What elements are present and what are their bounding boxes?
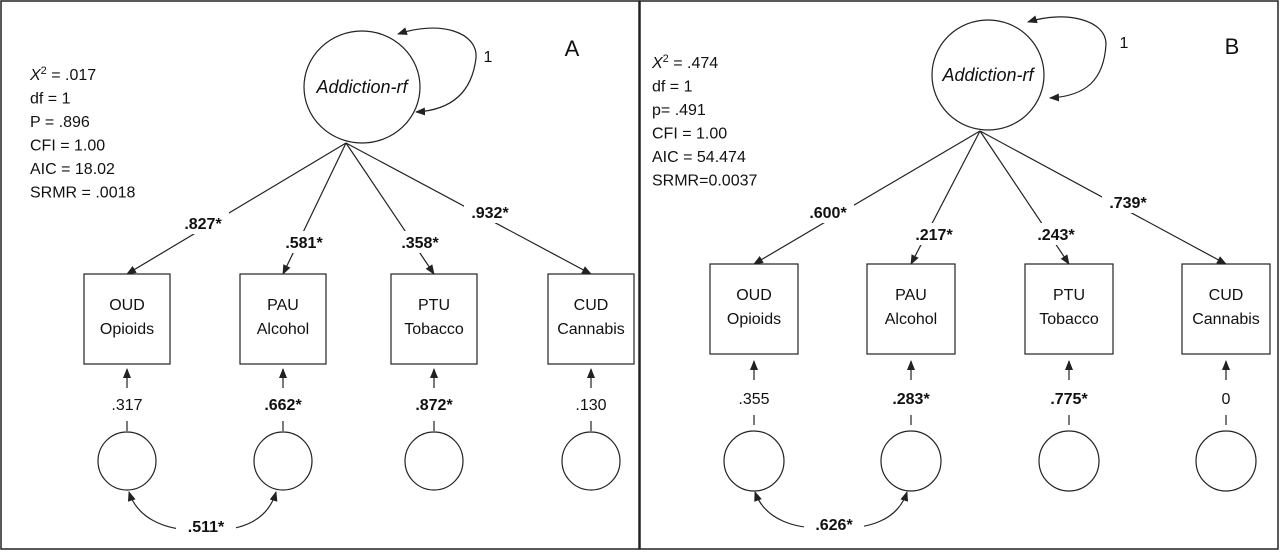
stat-p: p= .491 (652, 102, 706, 119)
observed-code: OUD (109, 297, 145, 314)
covariance-label: .626* (815, 517, 853, 534)
observed-box (866, 263, 956, 355)
loading-path (282, 142, 347, 275)
error-variance-label: 0 (1222, 391, 1231, 408)
loading-label-bg (177, 212, 229, 234)
error-variance-label: .662* (264, 397, 302, 414)
stat-srmr: SRMR = .0018 (30, 185, 135, 202)
loading-label: .600* (809, 205, 847, 222)
observed-code: PAU (895, 287, 927, 304)
loading-label: .217* (915, 227, 953, 244)
loading-label: .827* (184, 216, 222, 233)
loading-label-bg (278, 231, 330, 253)
observed-name: Tobacco (1039, 311, 1099, 328)
stat-df: df = 1 (30, 91, 71, 108)
loading-label-bg (464, 201, 516, 223)
loading-label: .358* (401, 235, 439, 252)
error-node (561, 431, 621, 491)
observed-code: CUD (1209, 287, 1244, 304)
panel-frame (0, 0, 640, 550)
covariance-label-bg (176, 514, 236, 536)
error-node (253, 431, 313, 491)
indicator-ptu: .243* PTU Tobacco .775* (979, 130, 1114, 492)
chi-square-stat: X2 = .474 (651, 53, 718, 72)
observed-box (83, 273, 171, 365)
observed-box (390, 273, 478, 365)
observed-box (547, 273, 635, 365)
latent-label: Addiction-rf (315, 77, 409, 97)
error-node (404, 431, 464, 491)
loading-path (126, 142, 347, 275)
loading-label: .739* (1109, 195, 1147, 212)
stat-aic: AIC = 54.474 (652, 149, 746, 166)
loading-path (345, 142, 435, 275)
indicator-ptu: .358* PTU Tobacco .872* (345, 142, 478, 491)
variance-loop (1027, 15, 1107, 102)
observed-name: Alcohol (257, 321, 309, 338)
variance-label: 1 (484, 49, 493, 66)
observed-code: PTU (1053, 287, 1085, 304)
panel-letter: A (565, 36, 580, 61)
stat-p: P = .896 (30, 114, 90, 131)
error-variance-label: .283* (892, 391, 930, 408)
observed-name: Opioids (100, 321, 154, 338)
loading-path (753, 130, 981, 265)
error-node (723, 430, 785, 492)
error-node (1195, 430, 1257, 492)
indicator-pau: .217* PAU Alcohol .283* (866, 130, 981, 492)
indicator-pau: .581* PAU Alcohol .662* (239, 142, 347, 491)
stat-srmr: SRMR=0.0037 (652, 173, 757, 190)
covariance-label-bg (804, 512, 864, 534)
observed-code: PAU (267, 297, 299, 314)
observed-name: Tobacco (404, 321, 464, 338)
observed-name: Cannabis (1192, 311, 1260, 328)
loading-label-bg (908, 223, 960, 245)
observed-box (1181, 263, 1271, 355)
observed-box (709, 263, 799, 355)
chi-square-stat: X2 = .017 (29, 65, 96, 84)
observed-code: CUD (574, 297, 609, 314)
observed-code: PTU (418, 297, 450, 314)
stat-cfi: CFI = 1.00 (30, 138, 105, 155)
indicator-cud: .932* CUD Cannabis .130 (345, 142, 635, 491)
error-node (1038, 430, 1100, 492)
error-variance-label: .775* (1050, 391, 1088, 408)
stat-aic: AIC = 18.02 (30, 161, 115, 178)
observed-box (239, 273, 327, 365)
error-node (97, 431, 157, 491)
observed-name: Alcohol (885, 311, 937, 328)
indicator-cud: .739* CUD Cannabis 0 (979, 130, 1271, 492)
error-variance-label: .130 (575, 397, 606, 414)
loading-label: .243* (1037, 227, 1075, 244)
loading-label-bg (1102, 191, 1154, 213)
variance-label: 1 (1120, 35, 1129, 52)
error-variance-label: .872* (415, 397, 453, 414)
latent-label: Addiction-rf (941, 65, 1035, 85)
indicator-oud: .600* OUD Opioids .355 (709, 130, 981, 492)
observed-box (1024, 263, 1114, 355)
panel-frame (639, 0, 1279, 550)
indicator-oud: .827* OUD Opioids .317 (83, 142, 347, 491)
error-variance-label: .317 (111, 397, 142, 414)
variance-loop (397, 27, 477, 116)
panel-letter: B (1225, 34, 1240, 59)
loading-label-bg (394, 231, 446, 253)
loading-label-bg (802, 201, 854, 223)
loading-label-bg (1030, 223, 1082, 245)
observed-name: Cannabis (557, 321, 625, 338)
observed-name: Opioids (727, 311, 781, 328)
loading-label: .581* (285, 235, 323, 252)
observed-code: OUD (736, 287, 772, 304)
stat-cfi: CFI = 1.00 (652, 126, 727, 143)
covariance-label: .511* (188, 519, 225, 536)
error-variance-label: .355 (738, 391, 769, 408)
stat-df: df = 1 (652, 79, 693, 96)
loading-label: .932* (471, 205, 509, 222)
error-node (880, 430, 942, 492)
